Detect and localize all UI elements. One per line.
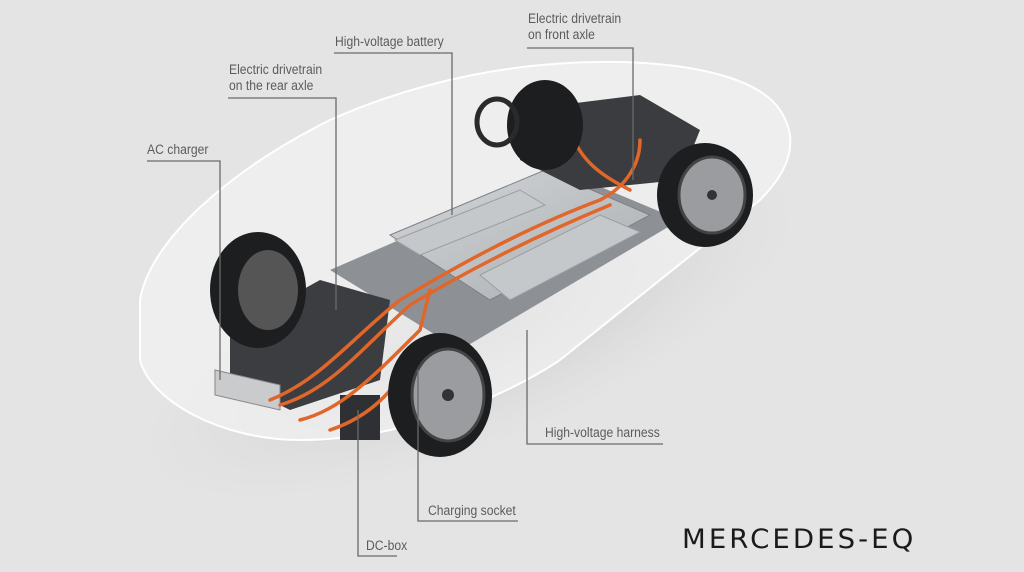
callout-dc-box: DC-box (366, 538, 408, 553)
battery-module-right (479, 214, 642, 301)
callout-rear-drivetrain-line2: on the rear axle (229, 78, 314, 93)
rear-left-wheel (210, 232, 306, 348)
callout-leader-lines (147, 47, 663, 557)
callout-ac-charger: AC charger (147, 142, 209, 157)
battery-module-left (393, 189, 547, 256)
callout-battery: High-voltage battery (335, 34, 444, 49)
callout-rear-drivetrain-line1: Electric drivetrain (229, 62, 323, 77)
front-left-wheel (507, 80, 583, 170)
callout-charging-socket: Charging socket (428, 503, 516, 518)
ac-charger-unit (214, 369, 281, 411)
callout-rear-drivetrain: Electric drivetrain on the rear axle (229, 62, 322, 94)
callout-front-drivetrain-line1: Electric drivetrain (528, 11, 622, 26)
front-right-wheel (657, 143, 753, 247)
rear-right-wheel (388, 333, 492, 457)
callout-front-drivetrain: Electric drivetrain on front axle (528, 11, 621, 43)
callout-front-drivetrain-line2: on front axle (528, 27, 595, 42)
callout-harness: High-voltage harness (545, 425, 660, 440)
mercedes-eq-logo: MERCEDES-EQ (682, 524, 917, 555)
steering-wheel (474, 96, 520, 148)
